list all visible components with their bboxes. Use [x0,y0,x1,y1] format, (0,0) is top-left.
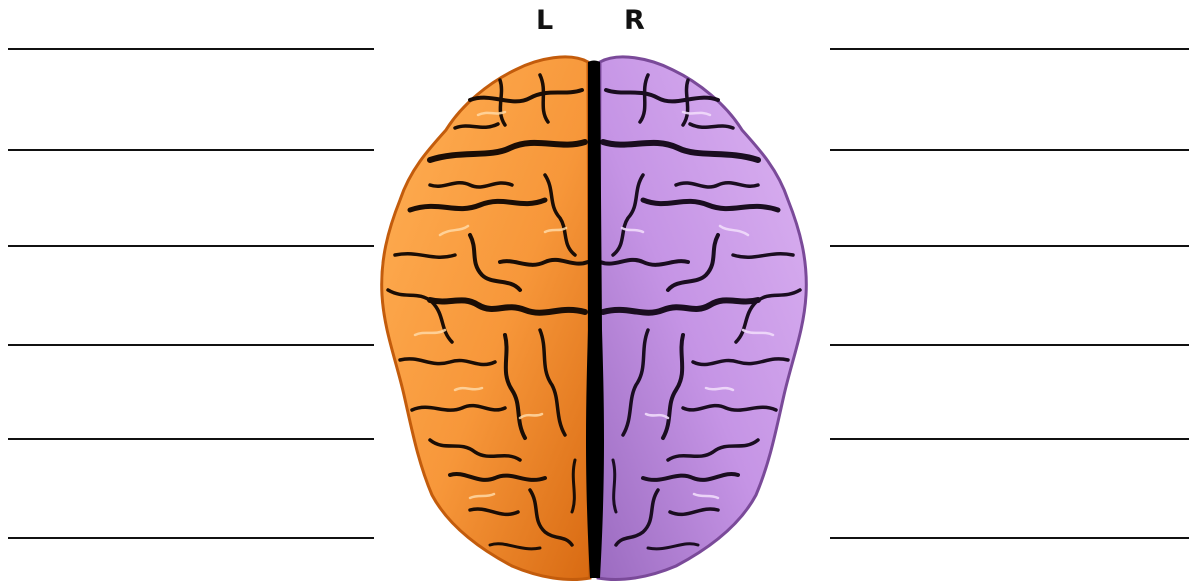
left-hemisphere [382,57,590,580]
right-hemisphere-shape [598,57,806,580]
right-hemisphere [598,57,806,580]
left-hemisphere-shape [382,57,590,580]
